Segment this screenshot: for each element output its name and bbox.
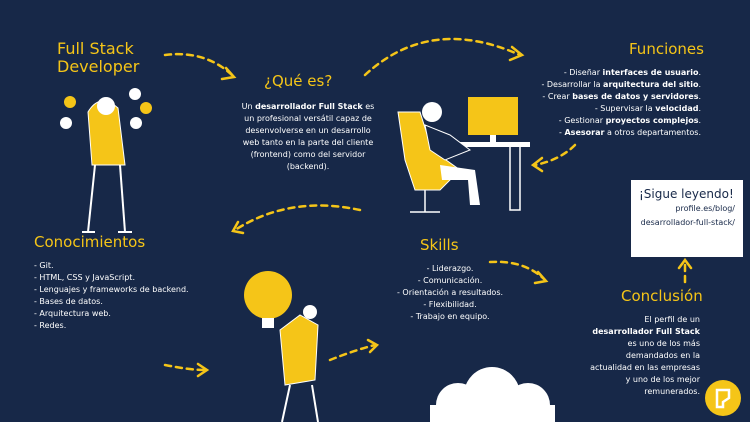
cloud-illustration: [430, 367, 555, 422]
dev-at-desk-illustration: [397, 97, 530, 213]
list-item: - Supervisar la velocidad.: [594, 104, 701, 113]
funciones-list: - Diseñar interfaces de usuario. - Desar…: [541, 67, 701, 139]
dashed-arrow-icon: [533, 143, 577, 167]
que-es-body: Un desarrollador Full Stack es un profes…: [238, 101, 378, 173]
dashed-arrow-icon: [363, 37, 522, 77]
list-item: - Orientación a resultados.: [396, 288, 504, 297]
lightbulb-person-illustration: [244, 271, 319, 422]
sigue-leyendo-box[interactable]: ¡Sigue leyendo! profile.es/blog/ desarro…: [631, 180, 743, 257]
page-title-line2: Developer: [57, 57, 140, 76]
list-item: - Diseñar interfaces de usuario.: [563, 68, 701, 77]
list-item: - Asesorar a otros departamentos.: [559, 128, 701, 137]
dashed-arrow-icon: [328, 343, 377, 362]
conocimientos-list: - Git. - HTML, CSS y JavaScript. - Lengu…: [34, 260, 189, 332]
page-title: Full Stack Developer: [57, 40, 177, 76]
sigue-leyendo-url[interactable]: desarrollador-full-stack/: [640, 218, 735, 227]
conclusion-heading: Conclusión: [621, 287, 703, 305]
brand-logo-icon[interactable]: [705, 380, 741, 416]
list-item: - Gestionar proyectos complejos.: [558, 116, 701, 125]
list-item: - Redes.: [34, 321, 67, 330]
que-es-body-post: es un profesional versátil capaz de dese…: [242, 102, 375, 171]
que-es-body-bold: desarrollador Full Stack: [255, 102, 363, 111]
dev-juggling-illustration: [60, 88, 152, 233]
list-item: - Liderazgo.: [426, 264, 474, 273]
list-item: - HTML, CSS y JavaScript.: [34, 273, 135, 282]
list-item: - Git.: [34, 261, 54, 270]
list-item: - Arquitectura web.: [34, 309, 111, 318]
list-item: - Lenguajes y frameworks de backend.: [34, 285, 189, 294]
conclusion-body: El perfil de un desarrollador Full Stack…: [585, 314, 700, 398]
list-item: - Trabajo en equipo.: [410, 312, 490, 321]
list-item: - Flexibilidad.: [423, 300, 477, 309]
conclusion-body-post: es uno de los más demandados en la actua…: [590, 339, 700, 396]
funciones-heading: Funciones: [629, 40, 704, 58]
dashed-arrow-icon: [163, 363, 207, 372]
conclusion-body-pre: El perfil de un: [644, 315, 700, 324]
skills-list: - Liderazgo. - Comunicación. - Orientaci…: [390, 263, 510, 323]
sigue-leyendo-title: ¡Sigue leyendo!: [639, 187, 734, 201]
dashed-arrow-icon: [233, 204, 362, 232]
list-item: - Desarrollar la arquitectura del sitio.: [541, 80, 701, 89]
que-es-body-pre: Un: [241, 102, 256, 111]
list-item: - Comunicación.: [417, 276, 483, 285]
skills-heading: Skills: [420, 236, 459, 254]
que-es-heading: ¿Qué es?: [264, 72, 333, 90]
list-item: - Bases de datos.: [34, 297, 103, 306]
page-title-line1: Full Stack: [57, 39, 134, 58]
conclusion-body-bold: desarrollador Full Stack: [592, 327, 700, 336]
conocimientos-heading: Conocimientos: [34, 233, 146, 251]
sigue-leyendo-url[interactable]: profile.es/blog/: [675, 204, 735, 213]
list-item: - Crear bases de datos y servidores.: [542, 92, 701, 101]
